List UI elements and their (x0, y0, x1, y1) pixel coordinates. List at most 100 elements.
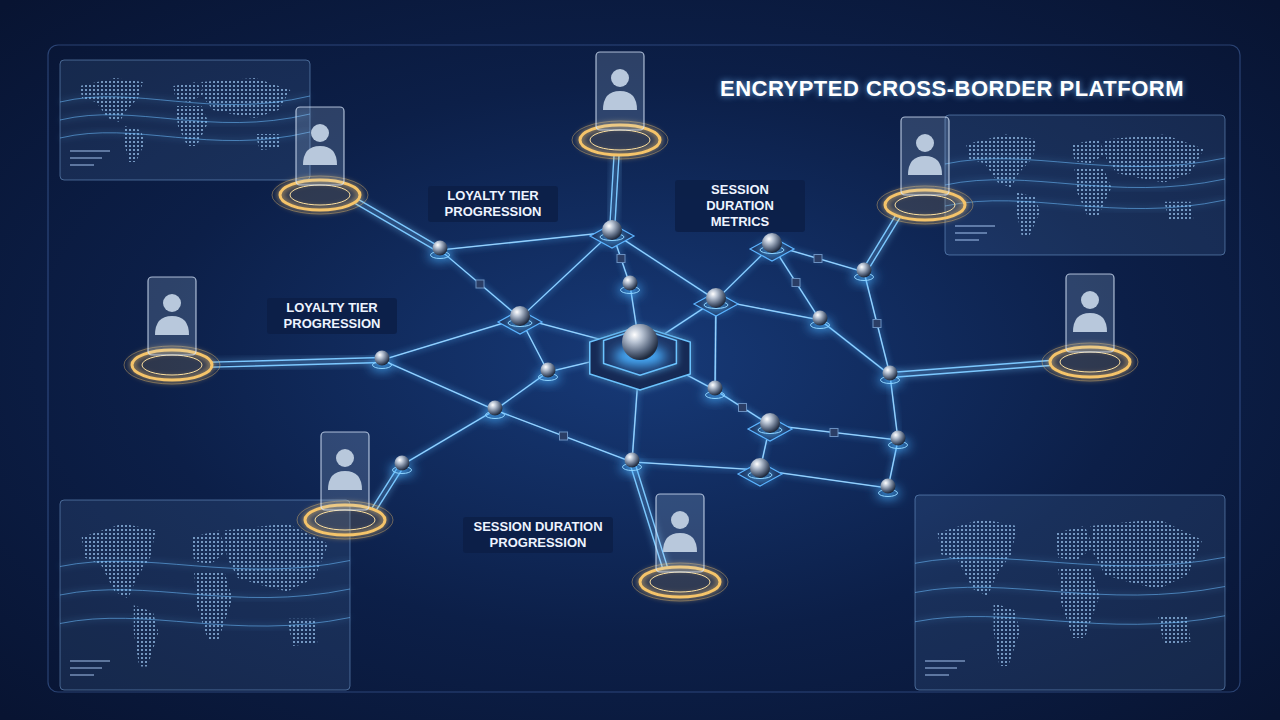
panel-bar (925, 674, 949, 676)
continent (173, 82, 203, 102)
panel-bar (955, 239, 979, 241)
continent (1103, 135, 1203, 183)
network-link-core (402, 410, 495, 465)
user-avatar (272, 107, 368, 214)
network-link-core (612, 232, 716, 300)
halo-ring-inner (142, 355, 202, 375)
user-avatar (124, 277, 220, 384)
network-link-core (864, 272, 890, 375)
data-chip (617, 255, 625, 263)
data-chip (792, 279, 800, 287)
hub-sphere (623, 276, 638, 291)
network-link (440, 250, 520, 318)
avatar-card (321, 432, 369, 510)
avatar-head (1081, 291, 1099, 309)
panel-bar (70, 164, 94, 166)
hub-sphere (857, 263, 872, 278)
avatar-head (336, 449, 354, 467)
data-chip (739, 404, 747, 412)
avatar-shoulders (303, 146, 337, 165)
network-link-core (520, 232, 612, 318)
data-wave (945, 158, 1225, 167)
hub-sphere (883, 366, 898, 381)
continent (994, 603, 1020, 666)
avatar-head (916, 134, 934, 152)
data-wave (60, 114, 310, 123)
data-wave (915, 587, 1225, 596)
data-wave (945, 179, 1225, 188)
user-link (862, 214, 896, 270)
avatar-head (163, 294, 181, 312)
data-wave (60, 618, 350, 627)
avatar-head (671, 511, 689, 529)
hub-sphere (750, 458, 770, 478)
user-link (890, 360, 1050, 372)
network-label: LOYALTY TIER PROGRESSION (267, 298, 397, 334)
hub-sphere (433, 241, 448, 256)
avatar-head (311, 124, 329, 142)
map-panel-frame (915, 495, 1225, 690)
panel-bar (70, 157, 102, 159)
user-link (212, 358, 382, 363)
network-link (612, 232, 716, 300)
network-link-core (820, 320, 890, 375)
halo-ring-inner (895, 195, 955, 215)
avatar-card (656, 494, 704, 572)
hub-sphere (881, 479, 896, 494)
data-chip (814, 255, 822, 263)
frame (48, 45, 1240, 692)
halo-ring-inner (590, 130, 650, 150)
network-link (382, 360, 495, 410)
panel-bar (955, 232, 987, 234)
user-link (355, 204, 439, 253)
network-link-core (382, 318, 520, 360)
halo-ring-inner (1060, 352, 1120, 372)
map-panel-frame (945, 115, 1225, 255)
continent (176, 106, 209, 146)
network-link (495, 410, 632, 462)
user-avatar (297, 432, 393, 539)
network-link-core (495, 410, 632, 462)
halo-ring-inner (650, 572, 710, 592)
network-link (440, 232, 612, 250)
data-wave (60, 561, 350, 570)
panel-bar (70, 150, 110, 152)
halo-ring-inner (290, 185, 350, 205)
user-avatar (572, 52, 668, 159)
network-link (402, 410, 495, 465)
avatar-card (596, 52, 644, 130)
network-link-core (440, 250, 520, 318)
hub-sphere (762, 233, 782, 253)
avatar-shoulders (1073, 313, 1107, 332)
diagram-title: ENCRYPTED CROSS-BORDER PLATFORM (720, 76, 1184, 102)
continent (1091, 519, 1203, 589)
continent (1016, 192, 1040, 235)
network-links (212, 155, 1050, 569)
hub-sphere (891, 431, 906, 446)
hub-sphere (510, 306, 530, 326)
hub-sphere (760, 413, 780, 433)
avatar-shoulders (908, 156, 942, 175)
hub-sphere (541, 363, 556, 378)
continent (194, 571, 232, 639)
avatar-card (901, 117, 949, 195)
panel-bar (70, 660, 110, 662)
data-wave (60, 96, 310, 105)
halo-ring-inner (315, 510, 375, 530)
hub-sphere (706, 288, 726, 308)
network-link-core (440, 232, 612, 250)
avatar-card (148, 277, 196, 355)
world-map-panel (915, 495, 1225, 690)
avatar-shoulders (155, 316, 189, 335)
map-panel-frame (60, 500, 350, 690)
data-wave (60, 132, 310, 141)
panel-bar (955, 225, 995, 227)
map-panel-frame (60, 60, 310, 180)
user-avatars (124, 52, 1138, 601)
continent (201, 78, 290, 118)
continent (1058, 568, 1099, 638)
user-link (212, 362, 382, 367)
continent (1164, 202, 1193, 221)
